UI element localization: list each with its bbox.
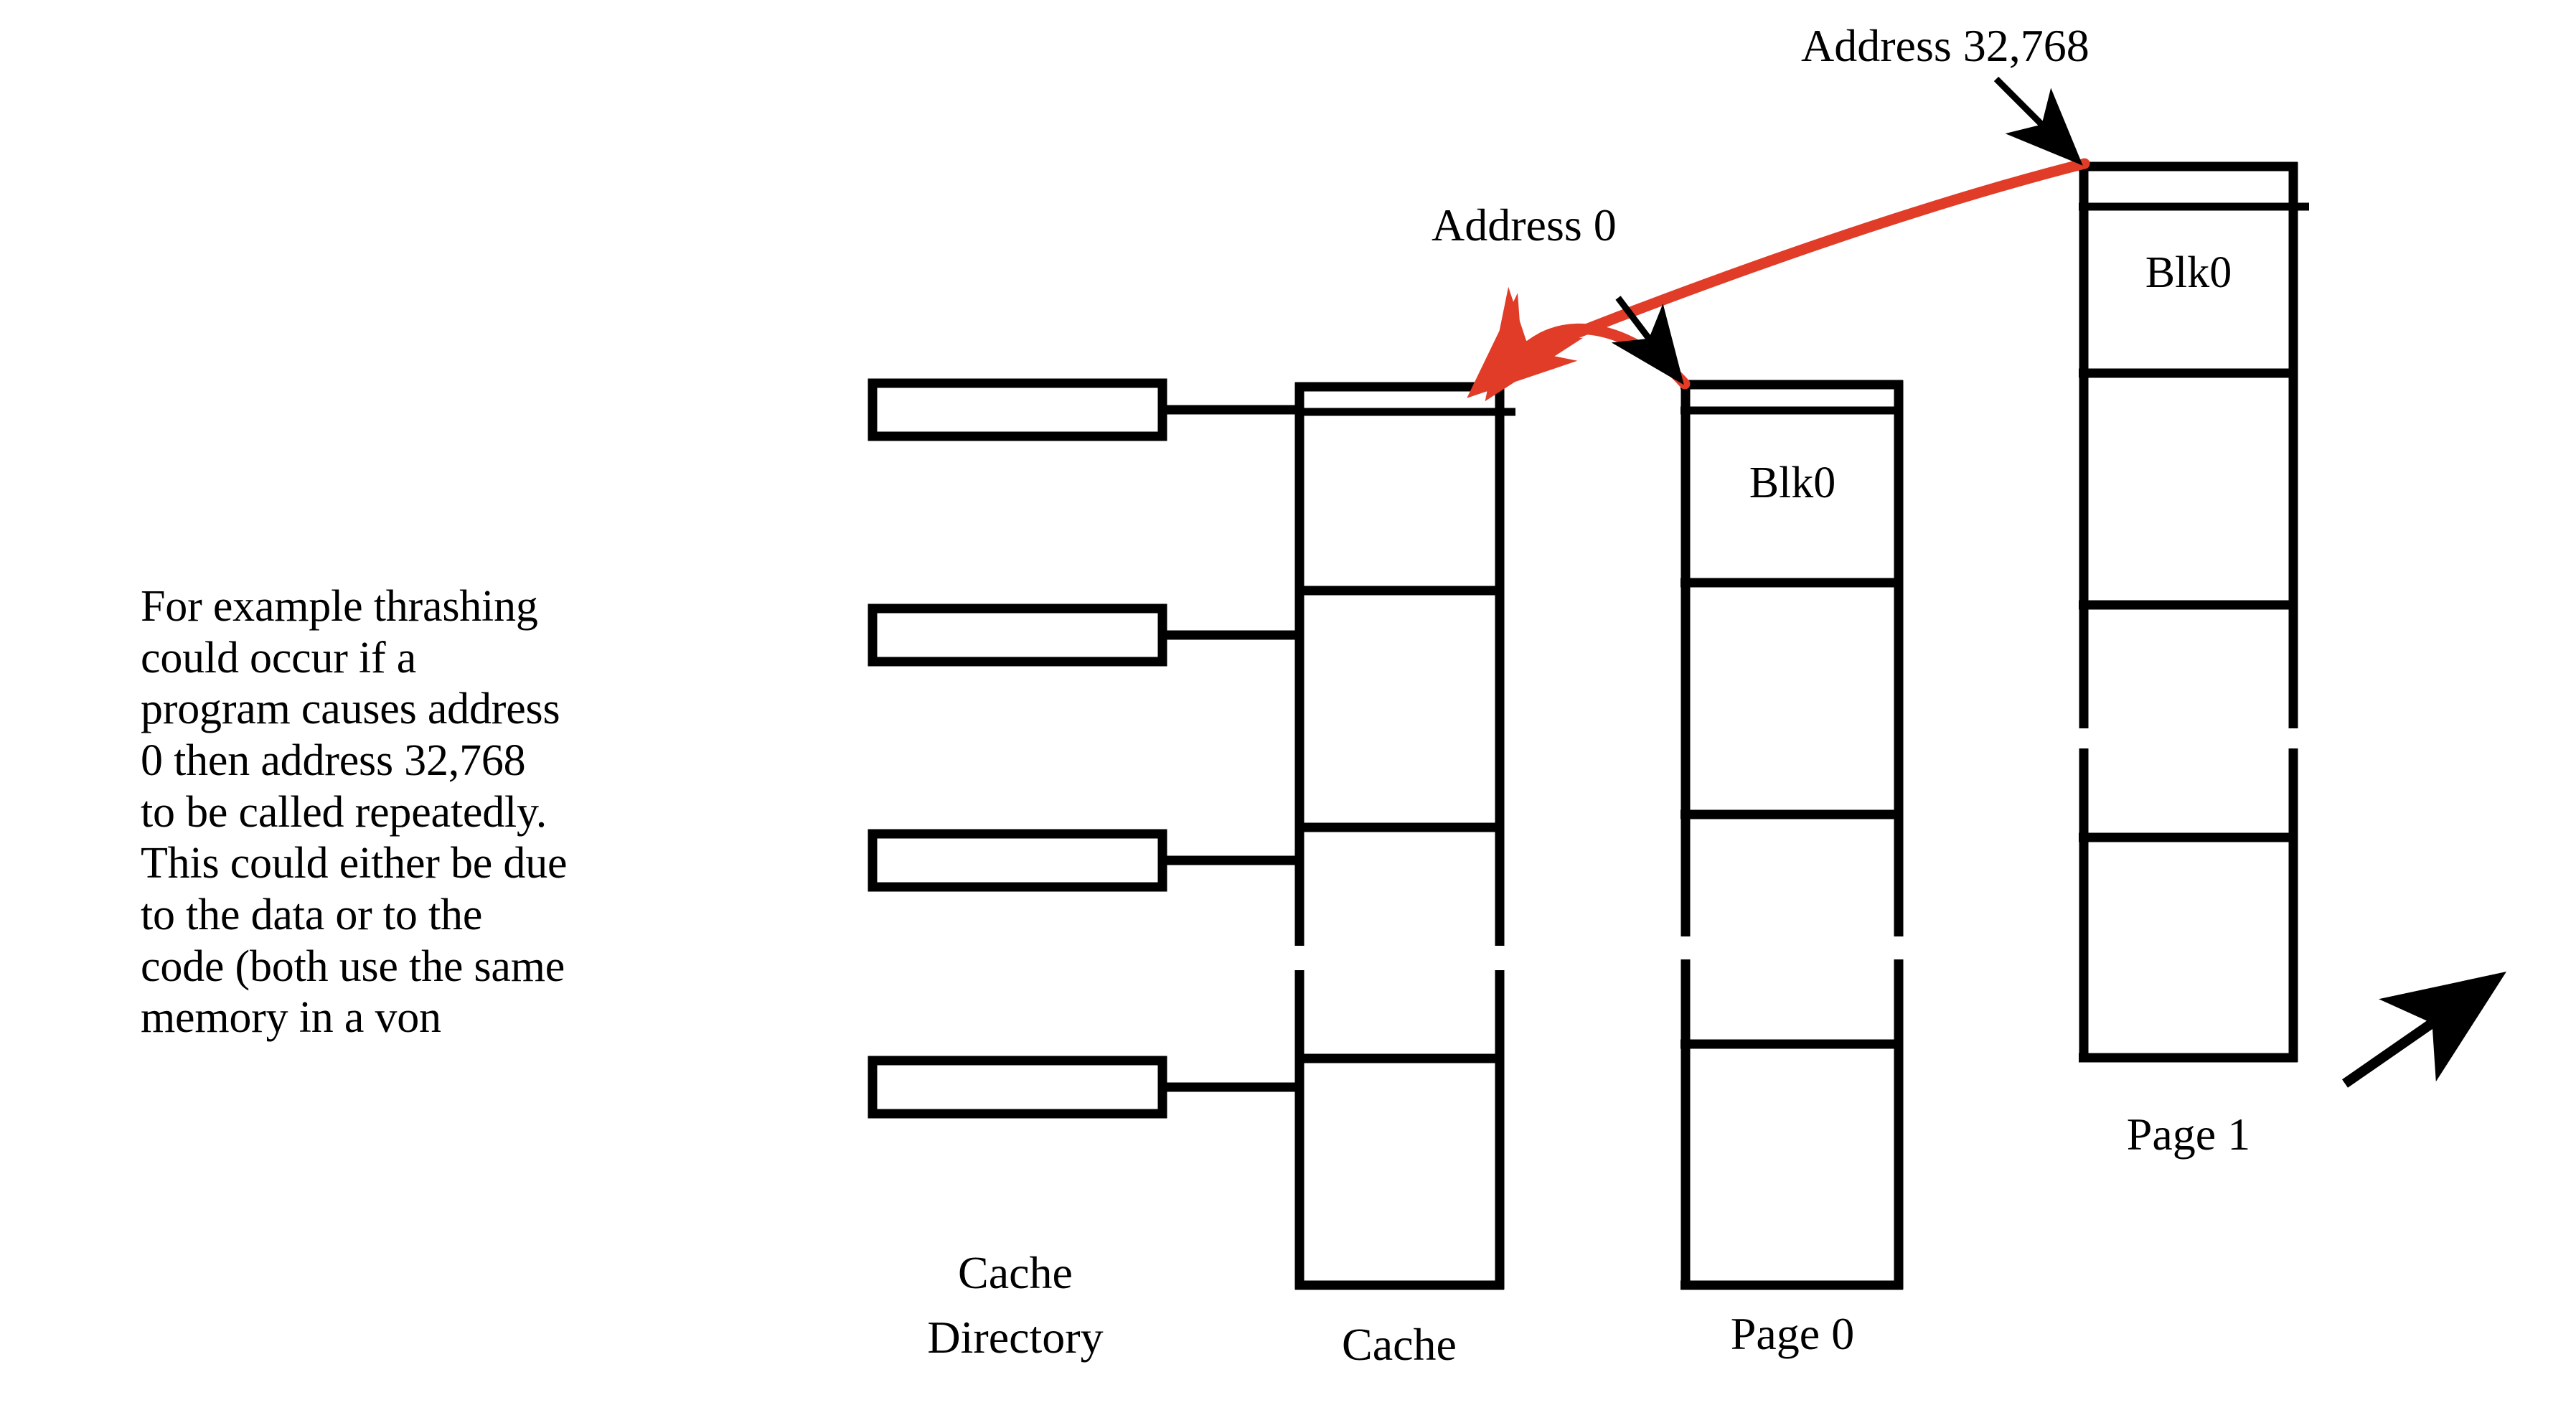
page1-column-group: Blk0 Page 1 bbox=[2079, 161, 2309, 1160]
page0-label: Page 0 bbox=[1731, 1308, 1854, 1359]
red-arrow-page0-to-cache-head bbox=[1485, 286, 1584, 402]
cache-directory-group: Cache Directory bbox=[868, 378, 1300, 1363]
body-paragraph: For example thrashing could occur if a p… bbox=[141, 582, 568, 1043]
address-32768-leader-arrow bbox=[1993, 76, 2083, 166]
page1-label: Page 1 bbox=[2127, 1109, 2250, 1160]
more-pages-arrow bbox=[2342, 972, 2507, 1088]
cache-directory-label-line1: Cache bbox=[958, 1247, 1073, 1298]
cache-directory-label-line2: Directory bbox=[927, 1312, 1103, 1363]
cache-directory-entry-4[interactable] bbox=[868, 1056, 1300, 1119]
callout-address-0: Address 0 bbox=[1432, 199, 1684, 385]
address-0-label: Address 0 bbox=[1432, 199, 1617, 250]
cache-column-group: Cache bbox=[1294, 382, 1515, 1370]
red-thrash-arrows bbox=[1467, 158, 2090, 402]
cache-label: Cache bbox=[1342, 1319, 1457, 1370]
cache-directory-entry-1[interactable] bbox=[868, 378, 1300, 441]
callout-address-32768: Address 32,768 bbox=[1801, 20, 2090, 166]
page1-blk0-label: Blk0 bbox=[2145, 248, 2232, 297]
red-arrow-page1-to-cache bbox=[1521, 158, 2090, 359]
address-32768-label: Address 32,768 bbox=[1801, 20, 2090, 71]
cache-directory-entry-3[interactable] bbox=[868, 829, 1300, 892]
page0-blk0-label: Blk0 bbox=[1749, 459, 1836, 507]
page0-column-group: Blk0 Page 0 bbox=[1680, 380, 1904, 1359]
cache-directory-entry-2[interactable] bbox=[868, 603, 1300, 667]
address-0-leader-arrow bbox=[1611, 296, 1684, 385]
